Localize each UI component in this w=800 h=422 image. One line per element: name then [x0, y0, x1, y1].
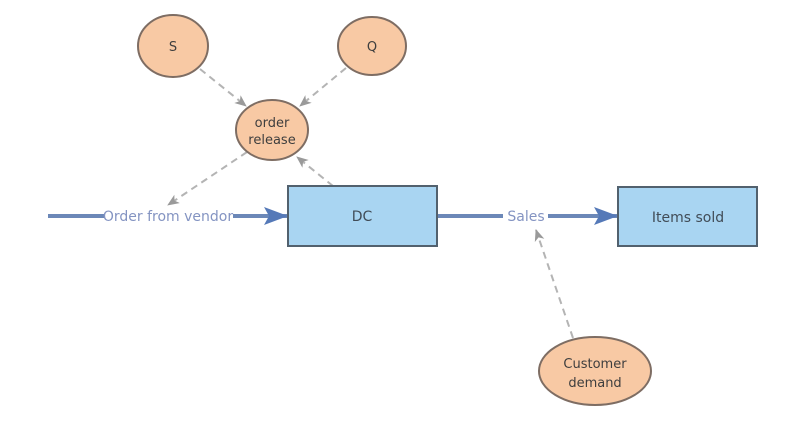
connector-q-to-order-release[interactable]	[299, 67, 347, 107]
node-s-label: S	[169, 40, 177, 55]
connector-s-to-order-release[interactable]	[199, 68, 247, 107]
flow-sales-label: Sales	[507, 209, 544, 225]
node-customer-demand[interactable]	[538, 336, 652, 406]
node-customer-demand-label-line2: demand	[568, 376, 621, 391]
connector-order-release-to-order-flow[interactable]	[167, 151, 248, 206]
stock-items-sold-label: Items sold	[652, 210, 724, 226]
stock-dc-label: DC	[352, 209, 373, 225]
node-q[interactable]	[337, 16, 407, 76]
node-order-release-label-line2: release	[248, 133, 295, 148]
stock-items-sold[interactable]	[617, 186, 758, 247]
node-q-label: Q	[367, 40, 377, 55]
flow-order-from-vendor-label: Order from vendor	[103, 209, 233, 225]
node-customer-demand-label-line1: Customer	[563, 357, 627, 372]
stock-dc[interactable]	[287, 185, 438, 247]
connector-dc-to-order-release[interactable]	[296, 156, 334, 187]
node-order-release[interactable]	[235, 99, 309, 161]
node-order-release-label-line1: order	[255, 116, 290, 131]
connector-customer-demand-to-sales[interactable]	[534, 229, 574, 339]
node-s[interactable]	[137, 14, 209, 78]
